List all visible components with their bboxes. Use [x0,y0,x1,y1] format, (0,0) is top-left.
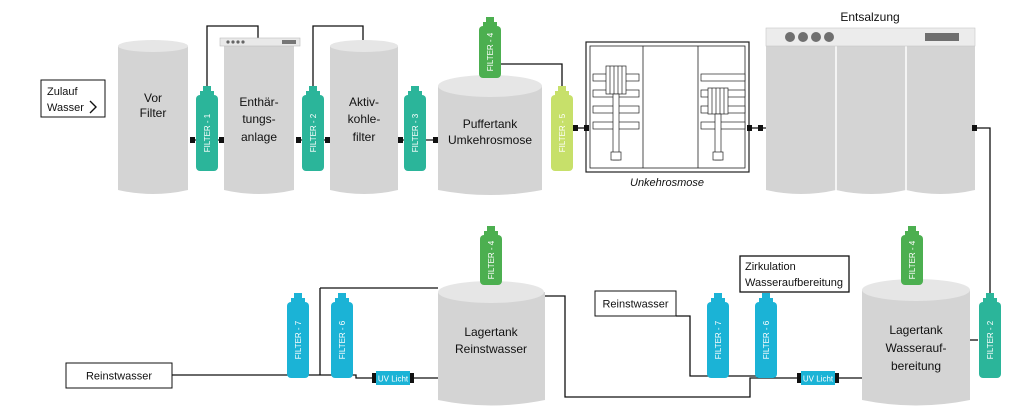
vorfilter-label-1: Vor [144,91,162,105]
lagertank-wasser-label-1: Lagertank [889,323,943,337]
pipe-entsalzung-down [975,127,991,295]
tank-enthaertung: Enthär- tungs- anlage [219,37,301,194]
lagertank-wasser-label-3: bereitung [891,359,941,373]
reinstwasser-right-label: Reinstwasser [602,299,668,311]
filter-6-left-cartridge: FILTER - 6 [331,293,353,378]
filter-4-top-label: FILTER - 4 [486,32,495,71]
umkehrosmose-label: Unkehrosmose [630,177,704,189]
filter-3-cartridge: FILTER - 3 [404,86,426,171]
filter-5-cartridge: FILTER - 5 [551,86,573,171]
uv-lamp-right: UV Licht [797,371,839,385]
filter-7-left-cartridge: FILTER - 7 [287,293,309,378]
reinstwasser-right-box: Reinstwasser [594,290,677,317]
pipe-reinstwasser-left [172,374,375,379]
filter-7-left-label: FILTER - 7 [294,320,303,359]
tank-aktivkohle: Aktiv- kohle- filter [330,40,398,194]
aktivkohle-label-2: kohle- [348,112,381,126]
uv-right-label: UV Licht [803,375,834,384]
inlet-box: Zulauf Wasser [40,79,106,118]
aktivkohle-label-1: Aktiv- [349,95,379,109]
pipes [172,25,991,398]
inlet-label-2: Wasser [47,102,84,114]
lagertank-rein-label-2: Reinstwasser [455,342,527,356]
inlet-label-1: Zulauf [47,86,79,98]
filter-2-label: FILTER - 2 [309,113,318,152]
filter-2-right-cartridge: FILTER - 2 [979,293,1001,378]
enthaertung-label-2: tungs- [242,112,275,126]
uv-left-label: UV Licht [378,375,409,384]
lagertank-wasser-label-2: Wasserauf- [886,341,947,355]
uv-lamp-left: UV Licht [372,371,414,385]
tank-puffertank: Puffertank Umkehrosmose [438,75,542,195]
filter-2-right-label: FILTER - 2 [986,320,995,359]
filter-7-right-label: FILTER - 7 [714,320,723,359]
zirkulation-box: Zirkulation Wasseraufbereitung [739,255,850,293]
filter-4-mid-cartridge: FILTER - 4 [480,226,502,285]
filter-2-cartridge: FILTER - 2 [302,86,324,171]
enthaertung-label-1: Enthär- [239,95,278,109]
pipe-tank-to-uv-right [545,295,798,398]
entsalzung-label: Entsalzung [840,10,899,24]
tank-lagertank-wasseraufbereitung: Lagertank Wasserauf- bereitung [862,279,970,406]
tank-lagertank-reinstwasser: Lagertank Reinstwasser [438,281,545,406]
entsalzung-control-panel [765,27,976,47]
filter-4-top-cartridge: FILTER - 4 [479,17,501,78]
tank-entsalzung: Entsalzung [765,10,976,194]
filter-3-label: FILTER - 3 [411,113,420,152]
filter-6-left-label: FILTER - 6 [338,320,347,359]
reinstwasser-left-box: Reinstwasser [65,362,173,389]
puffertank-label-2: Umkehrosmose [448,133,532,147]
zirkulation-label-1: Zirkulation [745,261,796,273]
tank-vorfilter: Vor Filter [118,40,188,194]
pipe-filter2-riser [312,25,364,93]
filter-4-right-label: FILTER - 4 [908,240,917,279]
reinstwasser-left-label: Reinstwasser [86,371,152,383]
filter-7-right-cartridge: FILTER - 7 [707,293,729,378]
filter-5-label: FILTER - 5 [558,113,567,152]
reverse-osmosis-unit: Unkehrosmose [585,41,750,189]
vorfilter-label-2: Filter [140,106,167,120]
filter-1-cartridge: FILTER - 1 [196,86,218,171]
filter-4-right-cartridge: FILTER - 4 [901,226,923,285]
chevron-right-icon [89,100,97,114]
zirkulation-label-2: Wasseraufbereitung [745,277,843,289]
aktivkohle-label-3: filter [353,130,376,144]
filter-6-right-cartridge: FILTER - 6 [755,293,777,378]
control-panel [219,37,301,47]
pipe-filter1-riser [206,25,259,93]
filter-1-label: FILTER - 1 [203,113,212,152]
filter-4-mid-label: FILTER - 4 [487,240,496,279]
filter-6-right-label: FILTER - 6 [762,320,771,359]
pipe-filter4-filter5 [500,63,563,90]
pipe-connectors [190,125,977,143]
puffertank-label-1: Puffertank [463,117,518,131]
lagertank-rein-label-1: Lagertank [464,325,518,339]
enthaertung-label-3: anlage [241,130,277,144]
